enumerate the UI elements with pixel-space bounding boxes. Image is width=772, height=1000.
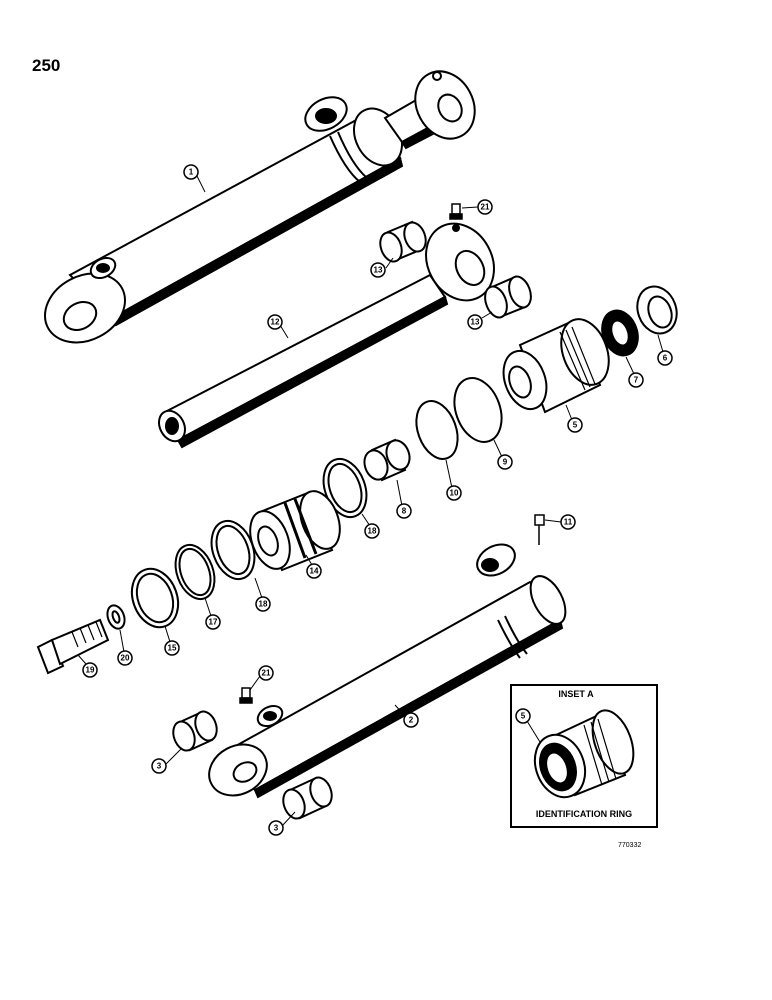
svg-text:21: 21 <box>262 669 271 678</box>
svg-text:11: 11 <box>564 518 573 527</box>
washer-part-20 <box>106 604 126 630</box>
callout-3-upper: 3 <box>151 758 167 774</box>
callout-14: 14 <box>306 563 322 579</box>
bushing-part-13-upper <box>379 220 427 263</box>
callout-18-upper: 18 <box>364 523 380 539</box>
leader-lines <box>77 175 664 827</box>
inset-gland-drawing <box>533 709 635 799</box>
callout-21-upper: 21 <box>477 199 493 215</box>
callout-13-upper: 13 <box>370 262 386 278</box>
bushing-part-13-lower <box>484 275 532 319</box>
seal-part-18-upper <box>322 457 368 519</box>
svg-text:19: 19 <box>86 666 95 675</box>
callout-8: 8 <box>396 503 412 519</box>
ring-part-6 <box>636 285 678 335</box>
callout-10: 10 <box>446 485 462 501</box>
svg-text:6: 6 <box>663 354 668 363</box>
piston-rod-part-12 <box>158 222 495 449</box>
bushing-part-3-upper <box>172 710 218 752</box>
svg-text:15: 15 <box>168 644 177 653</box>
grease-fitting-part-21-lower <box>239 687 253 704</box>
piston-part-14 <box>249 490 341 572</box>
inset-title: INSET A <box>558 689 594 699</box>
svg-text:12: 12 <box>271 318 280 327</box>
svg-text:13: 13 <box>374 266 383 275</box>
svg-text:8: 8 <box>402 507 407 516</box>
svg-text:5: 5 <box>573 421 578 430</box>
callout-20: 20 <box>117 650 133 666</box>
nut-part-8 <box>363 438 411 482</box>
barrel-part-2 <box>208 543 567 799</box>
wiper-part-7 <box>601 309 639 357</box>
svg-text:14: 14 <box>310 567 319 576</box>
inset-a: INSET A 5 IDENTIFICATION RING <box>510 684 658 828</box>
callout-5: 5 <box>567 417 583 433</box>
callout-11: 11 <box>560 514 576 530</box>
bushing-part-3-lower <box>282 776 333 820</box>
callout-12: 12 <box>267 314 283 330</box>
inset-callout-5 <box>515 708 531 724</box>
bleeder-part-11 <box>534 514 545 545</box>
svg-text:1: 1 <box>189 168 194 177</box>
grease-fitting-part-21-upper <box>449 203 463 220</box>
svg-text:21: 21 <box>481 203 490 212</box>
callout-2: 2 <box>403 712 419 728</box>
svg-text:17: 17 <box>209 618 218 627</box>
svg-text:9: 9 <box>503 458 508 467</box>
callout-17: 17 <box>205 614 221 630</box>
svg-text:7: 7 <box>634 376 639 385</box>
svg-text:18: 18 <box>259 600 268 609</box>
svg-text:18: 18 <box>368 527 377 536</box>
backup-ring-part-9 <box>453 377 503 443</box>
callout-3-lower: 3 <box>268 820 284 836</box>
svg-text:3: 3 <box>274 824 279 833</box>
page-number: 250 <box>32 56 61 75</box>
svg-text:5: 5 <box>521 712 526 721</box>
gland-part-5 <box>502 318 610 414</box>
figure-code: 770332 <box>618 842 642 849</box>
callout-6: 6 <box>657 350 673 366</box>
seal-part-18-lower <box>210 519 256 581</box>
svg-text:10: 10 <box>450 489 459 498</box>
svg-text:3: 3 <box>157 762 162 771</box>
callout-18-lower: 18 <box>255 596 271 612</box>
svg-text:20: 20 <box>121 654 130 663</box>
svg-text:2: 2 <box>409 716 414 725</box>
bolt-part-19 <box>36 618 110 675</box>
callout-19: 19 <box>82 662 98 678</box>
cylinder-assembly-part-1 <box>43 70 476 344</box>
callout-1: 1 <box>183 164 199 180</box>
callout-21-lower: 21 <box>258 665 274 681</box>
ring-part-17 <box>174 543 216 601</box>
o-ring-part-10 <box>415 400 459 460</box>
callout-13-lower: 13 <box>467 314 483 330</box>
callout-7: 7 <box>628 372 644 388</box>
svg-text:13: 13 <box>471 318 480 327</box>
inset-caption: IDENTIFICATION RING <box>536 809 632 819</box>
callout-9: 9 <box>497 454 513 470</box>
callout-15: 15 <box>164 640 180 656</box>
